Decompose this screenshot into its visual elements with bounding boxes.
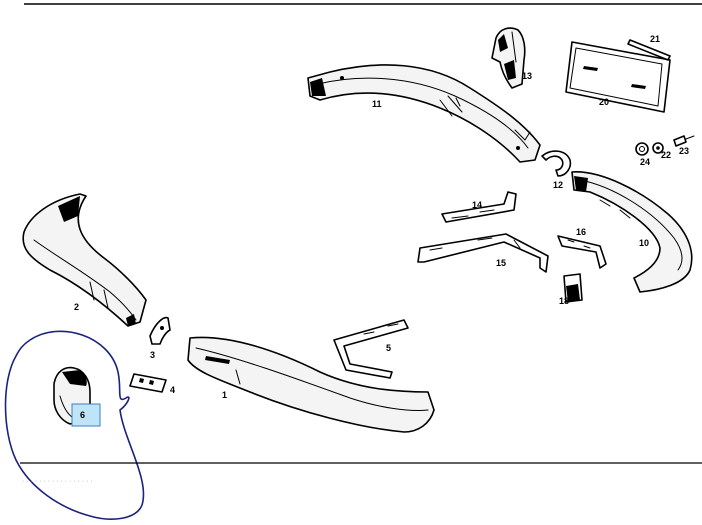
part-label-10: 10 bbox=[639, 238, 649, 248]
front-main-bumper-bar[interactable] bbox=[187, 336, 435, 433]
part-label-6[interactable]: 6 bbox=[80, 410, 85, 420]
rear-upper-bumper-bar[interactable] bbox=[307, 64, 541, 163]
part-label-24: 24 bbox=[640, 157, 650, 167]
part-label-14: 14 bbox=[472, 200, 482, 210]
clip-bracket[interactable] bbox=[541, 150, 572, 177]
part-label-4: 4 bbox=[170, 385, 175, 395]
trim-strip[interactable] bbox=[627, 39, 671, 61]
bolt[interactable] bbox=[673, 135, 695, 147]
part-label-2: 2 bbox=[74, 302, 79, 312]
mounting-bracket-lower[interactable] bbox=[417, 233, 549, 273]
part-label-18: 18 bbox=[559, 296, 569, 306]
mounting-bracket-upper[interactable] bbox=[441, 191, 517, 223]
part-label-23: 23 bbox=[679, 146, 689, 156]
rear-bumper-guard[interactable] bbox=[491, 27, 526, 89]
washer[interactable] bbox=[652, 142, 664, 154]
footer-caption: · · · · · · · · · · · · · · · · · bbox=[22, 478, 93, 485]
nut[interactable] bbox=[635, 142, 649, 156]
part-label-11: 11 bbox=[372, 99, 382, 109]
selection-highlight-box[interactable] bbox=[71, 403, 101, 427]
front-bracket[interactable] bbox=[149, 316, 171, 345]
front-left-bumper-end[interactable] bbox=[22, 193, 147, 327]
part-label-22: 22 bbox=[661, 150, 671, 160]
part-label-12: 12 bbox=[553, 180, 563, 190]
front-mounting-bracket[interactable] bbox=[333, 319, 409, 379]
part-label-1: 1 bbox=[222, 390, 227, 400]
part-label-15: 15 bbox=[496, 258, 506, 268]
spacer-plate[interactable] bbox=[129, 373, 167, 393]
part-label-20: 20 bbox=[599, 97, 609, 107]
rubber-buffer[interactable] bbox=[563, 273, 583, 303]
license-plate[interactable] bbox=[565, 41, 671, 113]
part-label-13: 13 bbox=[522, 71, 532, 81]
part-label-5: 5 bbox=[386, 343, 391, 353]
rear-right-bumper-end[interactable] bbox=[571, 171, 693, 293]
part-label-16: 16 bbox=[576, 227, 586, 237]
part-label-3: 3 bbox=[150, 350, 155, 360]
selection-outline bbox=[4, 330, 145, 520]
part-label-21: 21 bbox=[650, 34, 660, 44]
small-bracket[interactable] bbox=[557, 235, 607, 269]
